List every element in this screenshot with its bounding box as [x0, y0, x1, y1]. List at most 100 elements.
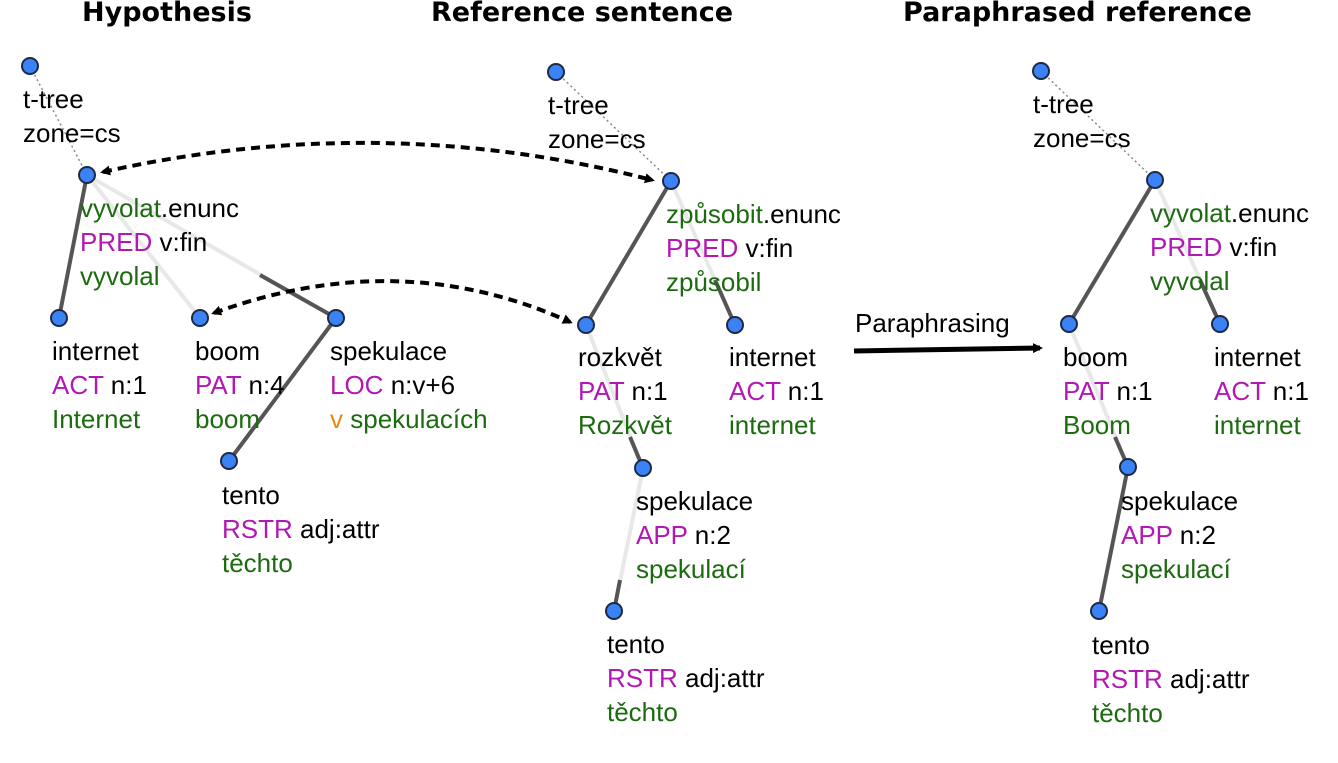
root-line1: t-tree	[548, 90, 609, 120]
formeme: adj:attr	[685, 663, 765, 693]
functor: PAT	[1063, 376, 1110, 406]
edge-par-root-vyvolat	[1040, 70, 1156, 181]
label-hyp-internet: internet ACT n:1 Internet	[52, 334, 147, 436]
label-hyp-root: t-tree zone=cs	[23, 82, 121, 150]
label-ref-root: t-tree zone=cs	[548, 88, 646, 156]
preposition: v	[330, 404, 343, 434]
formeme: adj:attr	[1170, 664, 1250, 694]
edge-ref-zpusobit-rozkvet	[584, 179, 673, 327]
root-line2: zone=cs	[23, 118, 121, 148]
alignment-arrow-pat	[211, 279, 573, 324]
lemma: spekulace	[636, 486, 754, 516]
label-ref-tento: tento RSTR adj:attr těchto	[607, 627, 765, 729]
word-form: Rozkvět	[578, 410, 672, 440]
node-ref-tento	[605, 602, 623, 620]
formeme: n:v+6	[390, 370, 456, 400]
formeme: n:1	[1116, 376, 1153, 406]
lemma: tento	[222, 480, 280, 510]
node-ref-rozkvet	[577, 316, 595, 334]
root-line1: t-tree	[23, 84, 84, 114]
node-par-spekulace	[1119, 458, 1137, 476]
alignment-arrow-pred	[100, 140, 655, 184]
functor: RSTR	[222, 514, 293, 544]
word-form: boom	[195, 404, 261, 434]
node-par-root	[1032, 62, 1050, 80]
label-hyp-spekulace: spekulace LOC n:v+6 v spekulacích	[330, 334, 488, 436]
paraphrasing-label: Paraphrasing	[855, 308, 1010, 338]
formeme: n:2	[1179, 520, 1216, 550]
edge-hyp-root-vyvolat	[29, 65, 88, 176]
edge-hyp-vyvolat-internet	[57, 174, 89, 319]
formeme: n:1	[631, 376, 668, 406]
word-form: Internet	[52, 404, 141, 434]
word-form: těchto	[607, 697, 678, 727]
label-par-root: t-tree zone=cs	[1033, 87, 1131, 155]
lemma: vyvolat	[1150, 198, 1231, 228]
functor: PAT	[195, 370, 242, 400]
lemma: způsobit	[666, 199, 763, 229]
formeme: n:1	[110, 370, 147, 400]
node-hyp-root	[21, 57, 39, 75]
root-line1: t-tree	[1033, 89, 1094, 119]
word-form: vyvolal	[80, 261, 160, 291]
functor: PRED	[80, 227, 153, 257]
lemma: tento	[1092, 630, 1150, 660]
functor: ACT	[1214, 376, 1266, 406]
heading-reference: Reference sentence	[431, 0, 734, 28]
node-hyp-spekulace	[327, 309, 345, 327]
node-par-vyvolat	[1146, 171, 1164, 189]
formeme: n:2	[694, 520, 731, 550]
functor: PAT	[578, 376, 625, 406]
word-form: Boom	[1063, 410, 1131, 440]
lemma: spekulace	[330, 336, 448, 366]
functor: RSTR	[607, 663, 678, 693]
label-par-spekulace: spekulace APP n:2 spekulací	[1121, 484, 1238, 586]
formeme: v:fin	[1229, 232, 1278, 262]
node-par-tento	[1090, 602, 1108, 620]
functor: ACT	[729, 376, 781, 406]
word-form: spekulacích	[350, 404, 488, 434]
root-line2: zone=cs	[1033, 123, 1131, 153]
heading-hypothesis: Hypothesis	[82, 0, 252, 28]
formeme: n:1	[787, 376, 824, 406]
edge-par-spekulace-tento	[1097, 466, 1130, 612]
node-ref-zpusobit	[662, 172, 680, 190]
lemma-suffix: .enunc	[1230, 198, 1309, 228]
lemma: vyvolat	[80, 193, 161, 223]
formeme: n:1	[1272, 376, 1309, 406]
label-hyp-boom: boom PAT n:4 boom	[195, 334, 285, 436]
functor: RSTR	[1092, 664, 1163, 694]
lemma: rozkvět	[578, 342, 662, 372]
edge-hyp-vyvolat-spekulace-dark	[259, 273, 337, 320]
word-form: spekulací	[1121, 554, 1231, 584]
functor: LOC	[330, 370, 384, 400]
lemma: boom	[1063, 342, 1129, 372]
label-ref-zpusobit: způsobit.enunc PRED v:fin způsobil	[666, 197, 841, 299]
label-hyp-vyvolat: vyvolat.enunc PRED v:fin vyvolal	[80, 191, 239, 293]
node-hyp-tento	[220, 452, 238, 470]
word-form: internet	[1214, 410, 1301, 440]
node-hyp-internet	[50, 309, 68, 327]
functor: ACT	[52, 370, 104, 400]
heading-paraphrased: Paraphrased reference	[903, 0, 1252, 28]
functor: PRED	[666, 233, 739, 263]
functor: APP	[1121, 520, 1173, 550]
word-form: způsobil	[666, 267, 762, 297]
root-line2: zone=cs	[548, 124, 646, 154]
formeme: adj:attr	[300, 514, 380, 544]
lemma: internet	[729, 342, 816, 372]
lemma-suffix: .enunc	[762, 199, 841, 229]
edge-par-vyvolat-boom	[1067, 178, 1157, 326]
edge-hyp-spekulace-tento	[227, 316, 338, 463]
node-ref-internet	[726, 316, 744, 334]
lemma: internet	[1214, 342, 1301, 372]
label-par-vyvolat: vyvolat.enunc PRED v:fin vyvolal	[1150, 196, 1309, 298]
edge-ref-root-zpusobit	[555, 71, 672, 182]
lemma: internet	[52, 336, 139, 366]
formeme: n:4	[248, 370, 285, 400]
lemma-suffix: .enunc	[160, 193, 239, 223]
lemma: tento	[607, 629, 665, 659]
paraphrasing-arrow	[853, 343, 1043, 354]
